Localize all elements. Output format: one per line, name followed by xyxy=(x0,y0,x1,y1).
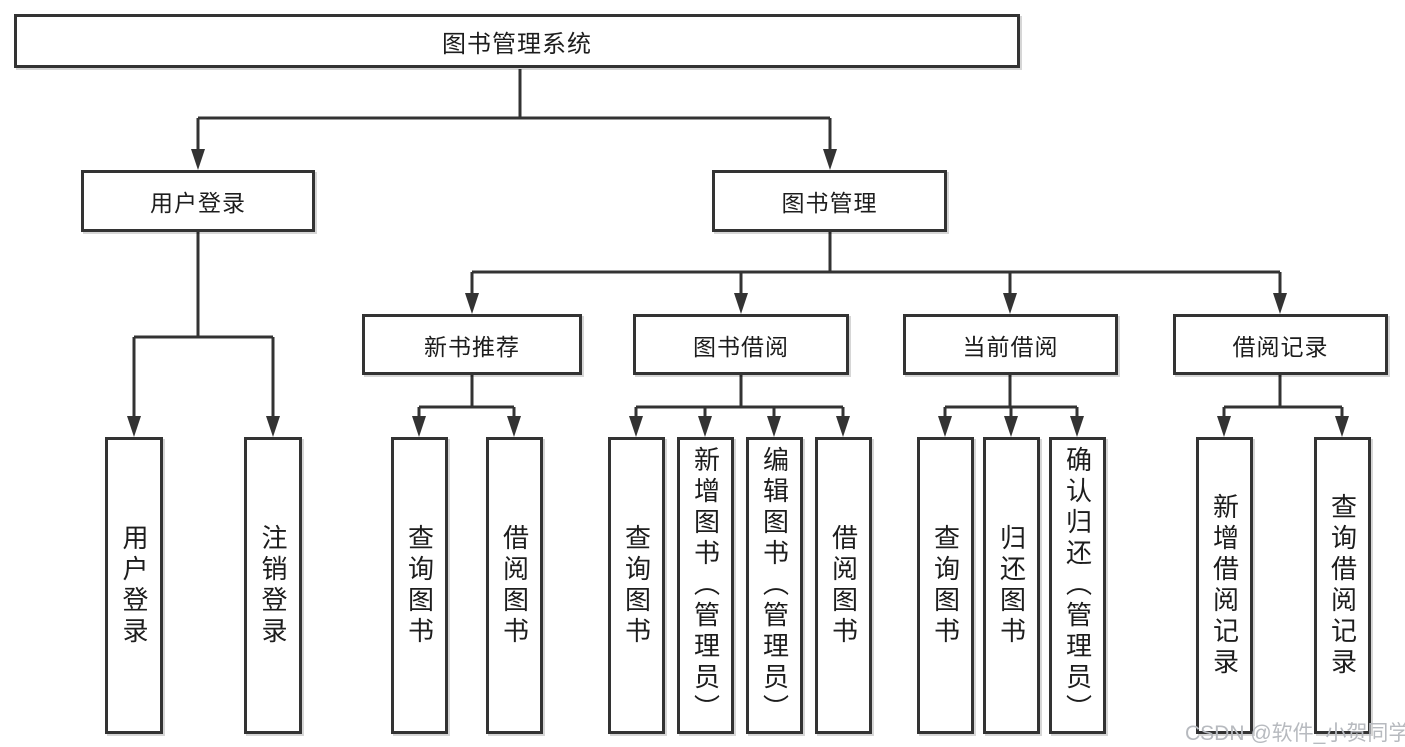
node-label: 编辑图书（管理员） xyxy=(759,446,790,725)
node-label: 借阅图书 xyxy=(828,523,859,648)
node-leaf-user-login: 用户登录 xyxy=(105,437,163,734)
node-root: 图书管理系统 xyxy=(14,14,1020,68)
node-leaf-add-books-admin: 新增图书（管理员） xyxy=(677,437,734,734)
node-leaf-query-books-1: 查询图书 xyxy=(391,437,448,734)
node-user-login: 用户登录 xyxy=(81,170,315,232)
node-current-borrow: 当前借阅 xyxy=(903,314,1118,375)
node-label: 查询图书 xyxy=(621,523,652,648)
node-label: 新增借阅记录 xyxy=(1209,492,1240,679)
node-label: 用户登录 xyxy=(119,523,149,648)
csdn-watermark: CSDN @软件_小贺同学 xyxy=(1185,722,1405,745)
node-leaf-query-borrow-record: 查询借阅记录 xyxy=(1314,437,1371,734)
node-label: 确认归还（管理员） xyxy=(1062,446,1093,725)
node-leaf-edit-books-admin: 编辑图书（管理员） xyxy=(746,437,803,734)
node-label: 借阅图书 xyxy=(499,523,530,648)
node-label: 当前借阅 xyxy=(962,333,1059,360)
node-leaf-borrow-books-2: 借阅图书 xyxy=(815,437,872,734)
node-label: 查询图书 xyxy=(930,523,961,648)
node-label: 新增图书（管理员） xyxy=(690,446,721,725)
node-label: 查询借阅记录 xyxy=(1327,492,1358,679)
node-leaf-query-books-2: 查询图书 xyxy=(608,437,665,734)
node-label: 图书管理系统 xyxy=(442,30,592,58)
node-label: 新书推荐 xyxy=(424,333,520,360)
node-new-book-recommend: 新书推荐 xyxy=(362,314,582,375)
node-leaf-logout: 注销登录 xyxy=(244,437,302,734)
node-label: 用户登录 xyxy=(150,190,246,216)
node-book-borrow: 图书借阅 xyxy=(633,314,849,375)
node-label: 借阅记录 xyxy=(1232,333,1329,360)
arrowheads xyxy=(127,149,1349,437)
node-borrow-records: 借阅记录 xyxy=(1173,314,1388,375)
node-leaf-confirm-return-admin: 确认归还（管理员） xyxy=(1049,437,1106,734)
node-leaf-add-borrow-record: 新增借阅记录 xyxy=(1196,437,1253,734)
node-label: 图书管理 xyxy=(781,190,878,216)
node-label: 图书借阅 xyxy=(693,333,789,360)
node-leaf-return-books: 归还图书 xyxy=(983,437,1040,734)
node-label: 归还图书 xyxy=(996,523,1027,648)
node-leaf-borrow-books-1: 借阅图书 xyxy=(486,437,543,734)
node-label: 注销登录 xyxy=(258,523,288,648)
node-leaf-query-books-3: 查询图书 xyxy=(917,437,974,734)
node-label: 查询图书 xyxy=(404,523,435,648)
node-book-management: 图书管理 xyxy=(712,170,947,232)
